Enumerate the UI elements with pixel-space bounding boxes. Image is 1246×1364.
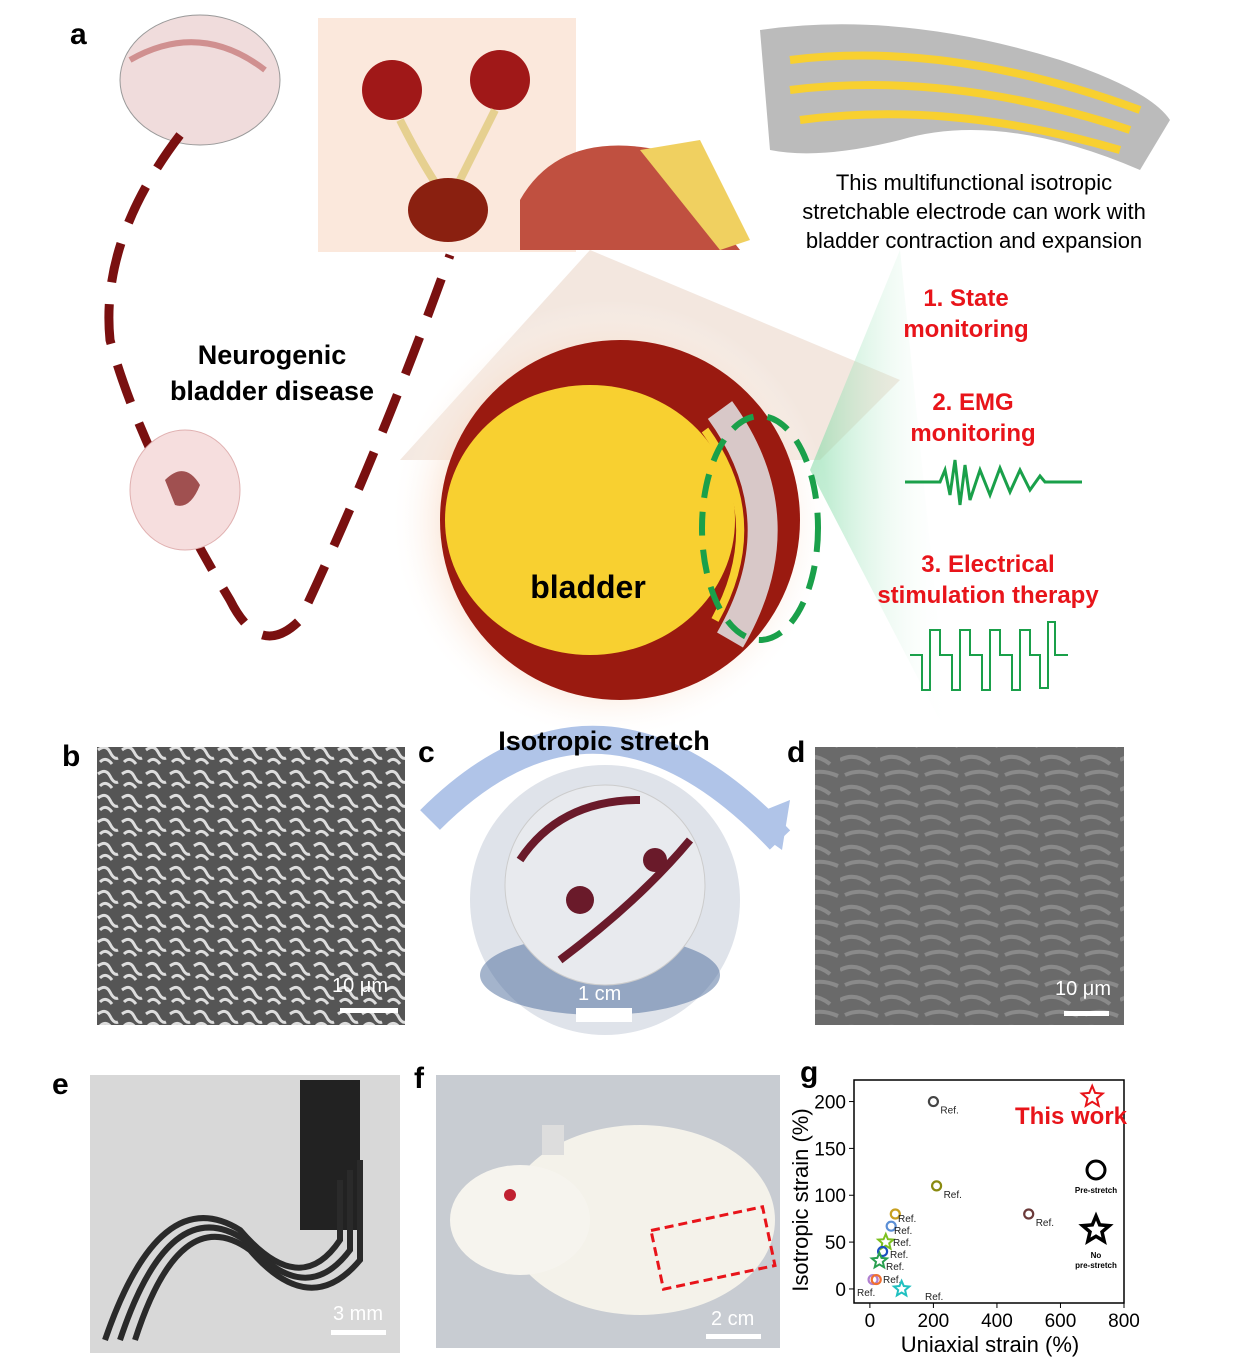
legend-circle-marker	[1085, 1159, 1107, 1181]
implant-highlight-box	[649, 1205, 777, 1291]
panel-label-a: a	[70, 18, 87, 51]
this-work-label: This work	[1015, 1103, 1128, 1130]
x-tick-label: 800	[1108, 1311, 1140, 1332]
function1-line2: monitoring	[903, 316, 1028, 343]
scale-bar-d	[1064, 1011, 1109, 1016]
y-tick-label: 50	[825, 1233, 846, 1254]
function2-line1: 2. EMG	[932, 389, 1013, 416]
scale-bar-label-b: 10 μm	[332, 975, 388, 997]
urinary-system-illustration	[318, 18, 576, 252]
caption-line2: stretchable electrode can work with	[802, 199, 1146, 224]
brain-illustration	[119, 14, 281, 146]
point-label: Ref.	[894, 1226, 912, 1237]
isotropic-stretch-title: Isotropic stretch	[498, 726, 710, 756]
nerve-dashed-path	[104, 132, 455, 641]
data-point-circle	[1023, 1208, 1035, 1220]
sem-image-flat	[815, 747, 1124, 1025]
point-label: Ref.	[940, 1106, 958, 1117]
sem-image-wrinkled	[97, 747, 405, 1025]
panel-label-d: d	[787, 736, 805, 769]
point-label: Ref.	[893, 1238, 911, 1249]
point-label: Ref.	[890, 1250, 908, 1261]
point-label: Ref.	[898, 1214, 916, 1225]
function1-line1: 1. State	[923, 285, 1008, 312]
panel-label-b: b	[62, 740, 80, 773]
legend-pre-stretch: Pre-stretch	[1075, 1186, 1117, 1195]
data-point-circle	[870, 1273, 882, 1286]
plot-frame	[853, 1079, 1125, 1304]
balloon-photo	[470, 765, 740, 1035]
disease-line2: bladder disease	[170, 376, 374, 406]
y-tick-label: 200	[814, 1093, 846, 1114]
data-point-circle	[885, 1220, 897, 1232]
data-point-star	[891, 1278, 912, 1298]
function3-line1: 3. Electrical	[921, 551, 1054, 578]
scale-bar-b	[340, 1008, 398, 1013]
data-point-star	[1079, 1083, 1106, 1108]
scale-bar-c	[576, 1008, 632, 1022]
rat-illustration	[450, 1125, 775, 1315]
scale-bar-e	[331, 1330, 386, 1335]
function-fan	[810, 250, 950, 740]
y-tick-label: 150	[814, 1139, 846, 1160]
bladder-wall-section	[520, 140, 750, 250]
data-point-circle	[930, 1180, 943, 1192]
panel-label-e: e	[52, 1068, 69, 1101]
caption-line3: bladder contraction and expansion	[806, 228, 1142, 253]
function2-line2: monitoring	[910, 420, 1035, 447]
spinal-cord-illustration	[129, 429, 241, 551]
y-tick-label: 100	[814, 1186, 846, 1207]
scatter-chart: Uniaxial strain (%) Isotropic strain (%)…	[788, 1079, 1140, 1357]
x-tick-label: 200	[918, 1311, 950, 1332]
stretch-arrow-icon	[420, 725, 791, 850]
scale-bar-label-e: 3 mm	[333, 1303, 383, 1325]
bladder-label: bladder	[530, 569, 646, 605]
data-point-circle	[876, 1245, 889, 1258]
bladder-illustration	[390, 300, 830, 740]
scale-bar-f	[706, 1334, 761, 1339]
data-point-star	[869, 1250, 890, 1270]
point-label: Ref.	[944, 1190, 962, 1201]
point-label: Ref.	[857, 1288, 875, 1299]
data-point-circle	[889, 1208, 901, 1220]
x-tick-label: 600	[1045, 1311, 1077, 1332]
scale-bar-label-c: 1 cm	[578, 983, 621, 1005]
scale-bar-label-f: 2 cm	[711, 1308, 754, 1330]
function3-line2: stimulation therapy	[877, 582, 1099, 609]
x-tick-label: 400	[981, 1311, 1013, 1332]
electrode-illustration	[760, 24, 1170, 171]
emg-signal-icon	[905, 459, 1082, 506]
y-tick-label: 0	[835, 1280, 846, 1301]
point-label: Ref.	[925, 1292, 943, 1303]
stimulation-pulse-icon	[910, 621, 1068, 691]
disease-line1: Neurogenic	[198, 340, 347, 370]
data-point-circle	[927, 1095, 940, 1108]
twisted-electrode	[102, 1080, 363, 1341]
scale-bar-label-d: 10 μm	[1055, 978, 1111, 1000]
data-point-star	[875, 1231, 896, 1251]
panel-label-g: g	[800, 1056, 818, 1089]
point-label: Ref.	[886, 1262, 904, 1273]
point-label: Ref.	[1036, 1218, 1054, 1229]
legend-no-line2: pre-stretch	[1075, 1261, 1117, 1270]
y-axis-label: Isotropic strain (%)	[788, 1108, 813, 1291]
caption-line1: This multifunctional isotropic	[836, 170, 1112, 195]
legend-no-line1: No	[1091, 1251, 1102, 1260]
x-tick-label: 0	[865, 1311, 876, 1332]
point-label: Ref.	[883, 1275, 901, 1286]
legend-star-marker	[1078, 1211, 1114, 1245]
panel-label-c: c	[418, 736, 435, 769]
x-axis-label: Uniaxial strain (%)	[901, 1332, 1080, 1357]
panel-label-f: f	[414, 1062, 425, 1095]
arrow-head-icon	[740, 800, 790, 850]
